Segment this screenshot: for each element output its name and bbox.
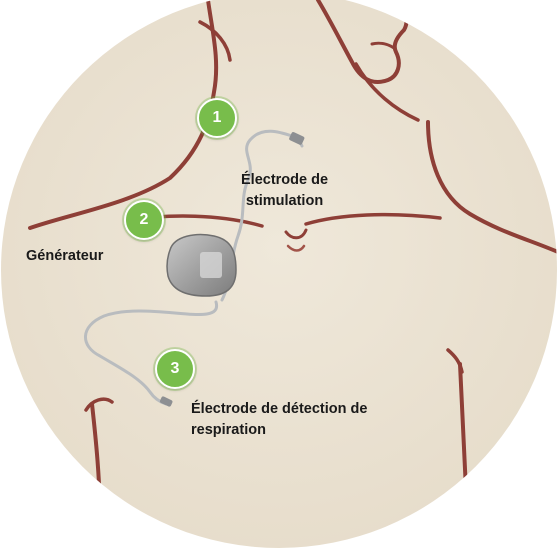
- generator-header: [200, 252, 222, 278]
- marker-3: 3: [155, 349, 195, 389]
- stimulation-electrode-label: Électrode de stimulation: [241, 170, 328, 212]
- respiration-label-line-1: Électrode de détection de: [191, 399, 367, 420]
- stimulation-label-line-2: stimulation: [241, 191, 328, 212]
- marker-2: 2: [124, 200, 164, 240]
- marker-1: 1: [197, 98, 237, 138]
- generator-label: Générateur: [26, 246, 103, 267]
- respiration-electrode-label: Électrode de détection de respiration: [191, 399, 367, 441]
- stimulation-label-line-1: Électrode de: [241, 170, 328, 191]
- respiration-label-line-2: respiration: [191, 420, 367, 441]
